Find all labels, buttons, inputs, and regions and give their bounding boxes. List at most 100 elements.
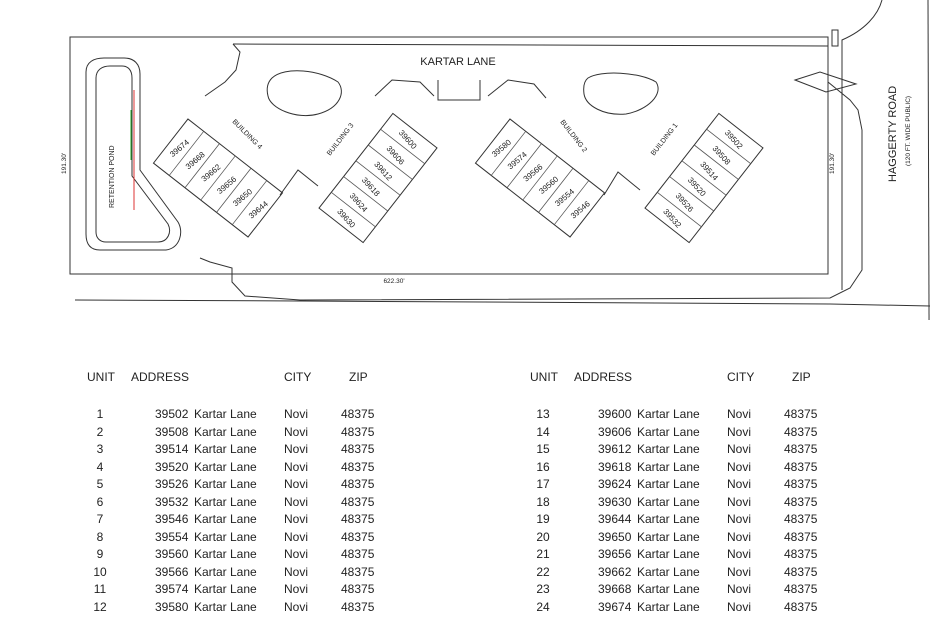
street-cell: Kartar Lane	[194, 599, 257, 614]
address-number-cell: 39508	[155, 424, 189, 439]
zip-cell: 48375	[784, 459, 818, 474]
address-number-cell: 39606	[598, 424, 632, 439]
city-cell: Novi	[727, 582, 752, 596]
building-1: 39502 39508 39514 39520 39526 39532	[644, 112, 764, 244]
unit-label: 39514	[698, 160, 720, 183]
lower-street-line	[74, 299, 931, 307]
zip-cell: 48375	[784, 494, 818, 509]
address-number-cell: 39580	[155, 599, 189, 614]
road-note: (120 FT. WIDE PUBLIC)	[905, 96, 912, 166]
dim-right: 191.30'	[829, 153, 836, 174]
street-label: KARTAR LANE	[420, 56, 495, 68]
retention-pond-inner	[95, 65, 171, 243]
unit-label: 39612	[372, 160, 394, 183]
driveway-outline	[199, 43, 863, 301]
retention-pond-outer	[85, 57, 182, 251]
address-number-cell: 39526	[155, 477, 189, 491]
unit-cell: 2	[96, 424, 104, 439]
unit-cell: 9	[96, 547, 104, 561]
unit-cell: 21	[536, 547, 550, 561]
address-number-cell: 39674	[598, 599, 632, 614]
unit-cell: 5	[96, 477, 104, 491]
street-cell: Kartar Lane	[637, 407, 700, 421]
street-cell: Kartar Lane	[637, 564, 700, 579]
unit-cell: 20	[536, 529, 550, 544]
building-2-outline	[474, 118, 606, 238]
zip-cell: 48375	[341, 529, 375, 544]
unit-cell: 14	[536, 424, 550, 439]
road-label: HAGGERTY ROAD	[887, 86, 899, 182]
building-4: 39674 39668 39662 39656 39650 39644	[152, 118, 284, 238]
unit-label: 39526	[674, 191, 696, 214]
zip-cell: 48375	[341, 424, 375, 439]
unit-label: 39566	[522, 162, 545, 184]
street-cell: Kartar Lane	[194, 424, 257, 439]
city-cell: Novi	[284, 564, 309, 579]
zip-cell: 48375	[784, 564, 818, 579]
unit-label: 39662	[200, 162, 223, 184]
zip-cell: 48375	[784, 512, 818, 526]
city-cell: Novi	[284, 599, 309, 614]
header-zip: ZIP	[792, 370, 811, 384]
zip-cell: 48375	[341, 512, 375, 526]
street-cell: Kartar Lane	[194, 494, 257, 509]
city-cell: Novi	[284, 407, 309, 421]
address-number-cell: 39546	[155, 512, 189, 526]
corner-marker	[831, 29, 839, 47]
address-number-cell: 39644	[598, 512, 632, 526]
street-cell: Kartar Lane	[194, 564, 257, 579]
unit-label: 39630	[335, 207, 357, 230]
address-number-cell: 39520	[155, 459, 189, 474]
unit-cell: 16	[536, 459, 550, 474]
address-number-cell: 39650	[598, 529, 632, 544]
city-cell: Novi	[727, 529, 752, 544]
lane-notch	[437, 80, 481, 101]
address-number-cell: 39566	[155, 564, 189, 579]
zip-cell: 48375	[341, 547, 375, 561]
zip-cell: 48375	[784, 582, 818, 596]
unit-label: 39624	[348, 191, 370, 214]
unit-cell: 22	[536, 564, 550, 579]
unit-label: 39656	[215, 174, 238, 196]
building-4-label: BUILDING 4	[231, 118, 264, 151]
unit-cell: 7	[96, 512, 104, 526]
street-cell: Kartar Lane	[637, 477, 700, 491]
city-cell: Novi	[727, 599, 752, 614]
street-cell: Kartar Lane	[194, 442, 257, 456]
street-cell: Kartar Lane	[637, 424, 700, 439]
road-edge	[841, 0, 883, 290]
zip-cell: 48375	[784, 407, 818, 421]
connector-road-east	[603, 171, 641, 196]
zip-cell: 48375	[341, 564, 375, 579]
address-number-cell: 39612	[598, 442, 632, 456]
building-3-label: BUILDING 3	[326, 122, 356, 157]
unit-label: 39606	[385, 144, 407, 167]
unit-label: 39574	[506, 150, 529, 172]
header-unit: UNIT	[530, 370, 558, 384]
dim-bottom: 622.30'	[383, 278, 404, 285]
unit-cell: 8	[96, 529, 104, 544]
unit-label: 39520	[686, 176, 708, 199]
pond-label: RETENTION POND	[109, 145, 116, 208]
address-number-cell: 39532	[155, 494, 189, 509]
city-cell: Novi	[727, 459, 752, 474]
building-2-label: BUILDING 2	[558, 119, 588, 154]
site-plan: KARTAR LANE HAGGERTY ROAD (120 FT. WIDE …	[61, 0, 931, 320]
driveway-entry	[204, 43, 241, 97]
street-cell: Kartar Lane	[194, 459, 257, 474]
city-cell: Novi	[727, 494, 752, 509]
unit-cell: 12	[93, 599, 107, 614]
zip-cell: 48375	[341, 599, 375, 614]
property-boundary	[69, 36, 829, 275]
road-island	[793, 71, 858, 93]
zip-cell: 48375	[784, 424, 818, 439]
city-cell: Novi	[284, 424, 309, 439]
header-zip: ZIP	[349, 370, 368, 384]
street-cell: Kartar Lane	[194, 477, 257, 491]
unit-cell: 17	[536, 477, 550, 491]
street-cell: Kartar Lane	[194, 582, 257, 596]
street-cell: Kartar Lane	[637, 459, 700, 474]
unit-cell: 19	[536, 512, 550, 526]
unit-label: 39508	[711, 144, 733, 167]
city-cell: Novi	[727, 564, 752, 579]
